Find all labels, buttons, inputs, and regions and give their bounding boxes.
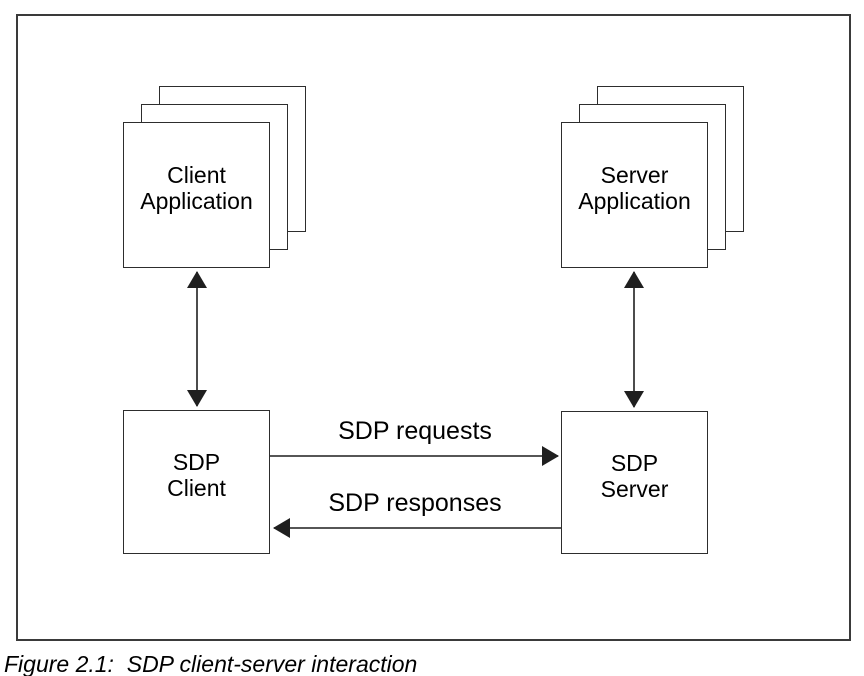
sdp-server-label-line2: Server [600, 475, 669, 502]
sdp-client-box: SDP Client [123, 410, 270, 554]
sdp-server-box: SDP Server [561, 411, 708, 554]
client-application-label-line2: Application [140, 188, 253, 214]
sdp-requests-label: SDP requests [338, 417, 492, 445]
sdp-server-label-line1: SDP [610, 449, 659, 476]
figure-caption: Figure 2.1: SDP client-server interactio… [4, 651, 418, 676]
client-application-box: Client Application [123, 122, 270, 268]
server-application-label-line1: Server [600, 162, 669, 188]
client-application-label-line1: Client [167, 162, 226, 188]
server-application-box: Server Application [561, 122, 708, 268]
sdp-responses-label: SDP responses [328, 489, 502, 517]
server-application-label-line2: Application [578, 188, 691, 214]
sdp-client-label-line2: Client [167, 475, 226, 501]
sdp-client-label-line1: SDP [172, 449, 221, 475]
